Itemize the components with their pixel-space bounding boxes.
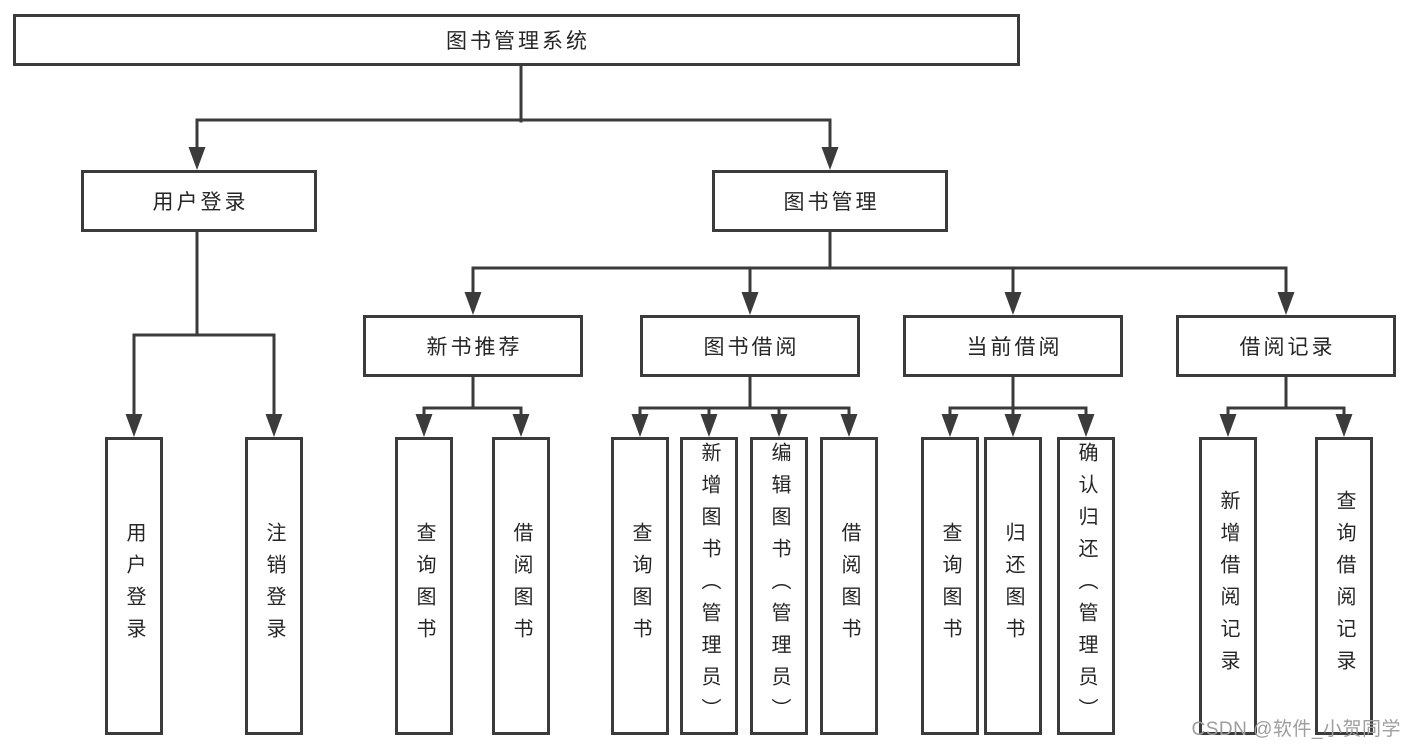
node-root-system: 图书管理系统: [13, 14, 1020, 66]
leaf-user-login: 用户登录: [105, 437, 163, 735]
node-user-login: 用户登录: [81, 170, 317, 232]
leaf-query-books-current: 查询图书: [921, 437, 979, 735]
leaf-edit-book-admin: 编辑图书（管理员）: [750, 437, 808, 735]
leaf-query-books-recommend: 查询图书: [395, 437, 453, 735]
node-current-borrowing: 当前借阅: [903, 315, 1123, 377]
leaf-borrow-books-recommend: 借阅图书: [492, 437, 550, 735]
leaf-return-book: 归还图书: [984, 437, 1042, 735]
csdn-watermark: CSDN @软件_小贺同学: [1191, 719, 1401, 740]
leaf-add-borrow-record: 新增借阅记录: [1199, 437, 1257, 735]
node-book-management: 图书管理: [712, 170, 948, 232]
leaf-query-borrow-record: 查询借阅记录: [1315, 437, 1373, 735]
leaf-query-books-borrowing: 查询图书: [611, 437, 669, 735]
leaf-add-book-admin: 新增图书（管理员）: [680, 437, 738, 735]
node-book-borrowing: 图书借阅: [640, 315, 860, 377]
leaf-logout: 注销登录: [245, 437, 303, 735]
leaf-confirm-return-admin: 确认归还（管理员）: [1057, 437, 1115, 735]
node-borrow-records: 借阅记录: [1176, 315, 1396, 377]
node-new-book-recommend: 新书推荐: [363, 315, 583, 377]
leaf-borrow-books: 借阅图书: [820, 437, 878, 735]
